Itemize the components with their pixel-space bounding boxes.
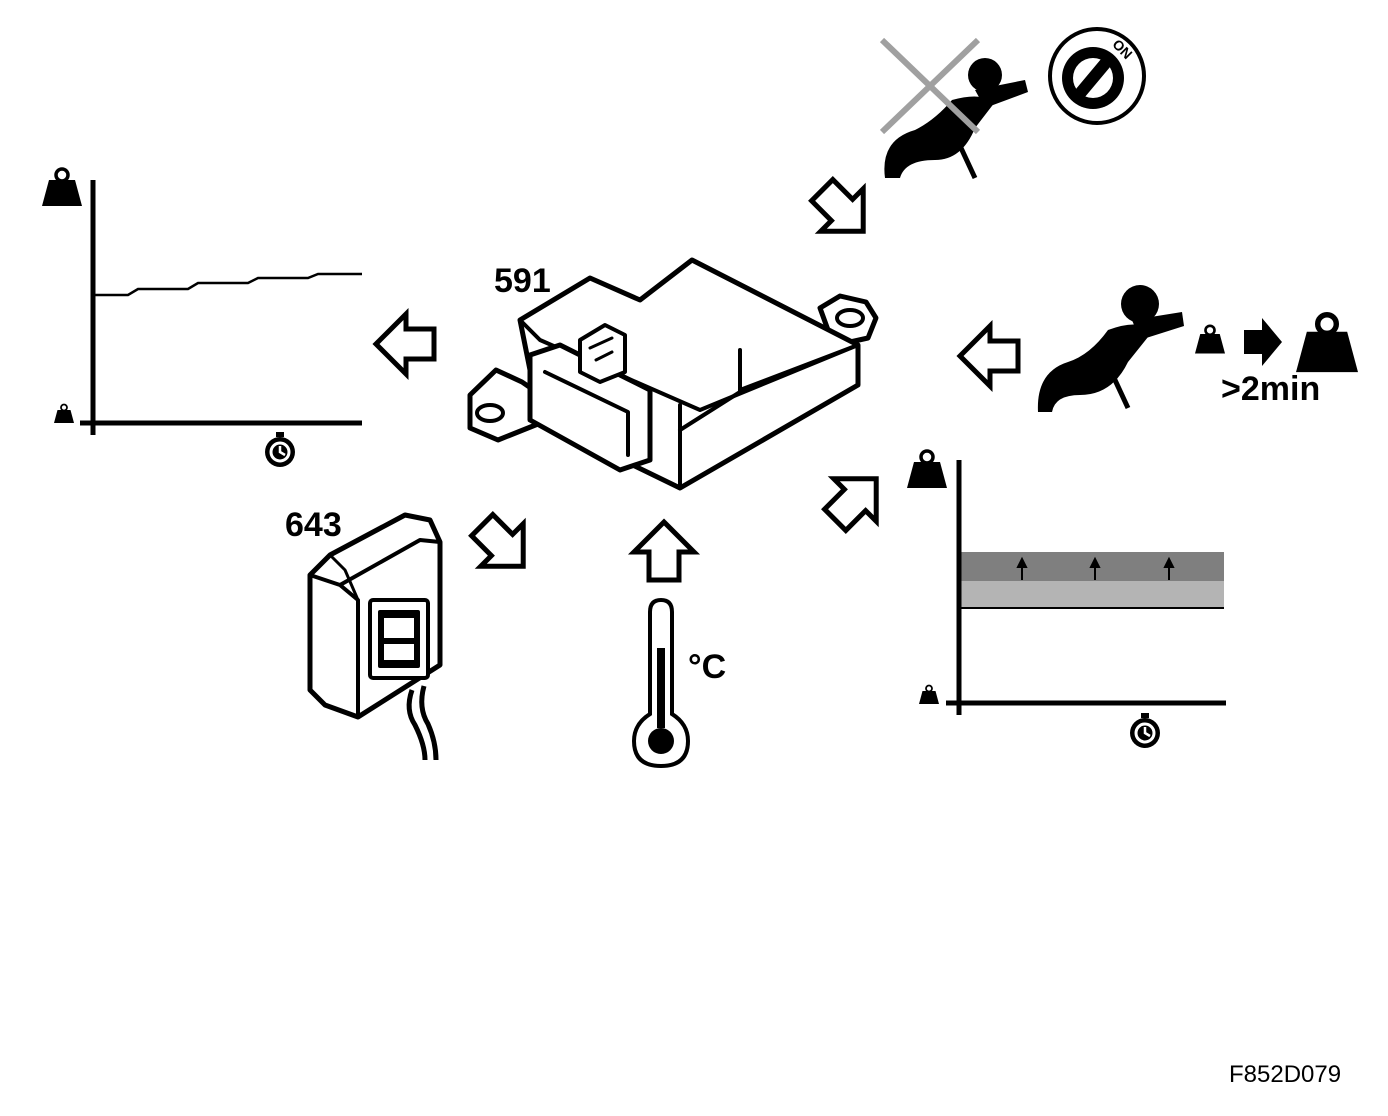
- weight-light-icon: [1193, 324, 1227, 355]
- figure-id: F852D079: [1229, 1061, 1341, 1088]
- hollow-arrow-icon: [461, 504, 544, 587]
- seat-belt-sensor-label: 643: [285, 506, 342, 544]
- hollow-arrow-icon: [960, 326, 1018, 386]
- ignition-key-icon: ON: [1048, 27, 1146, 125]
- right-arrow-icon: [1244, 318, 1282, 366]
- raise-arrows: [1016, 556, 1175, 580]
- graph-curve: [93, 272, 362, 297]
- weight-light-icon: [918, 684, 940, 705]
- clock-icon: [263, 430, 297, 469]
- duration-label: >2min: [1221, 370, 1320, 408]
- control-module-label: 591: [494, 262, 551, 300]
- thermometer-icon: [631, 597, 691, 769]
- weight-light-icon: [53, 403, 75, 424]
- hollow-arrow-icon: [376, 314, 434, 374]
- seated-occupant-icon: [1037, 285, 1184, 412]
- control-module-591: [467, 257, 879, 491]
- hollow-arrow-icon: [634, 522, 694, 580]
- temperature-unit-label: °C: [688, 648, 726, 686]
- hollow-arrow-icon: [801, 169, 884, 252]
- left-weight-graph: [40, 167, 362, 469]
- weight-heavy-icon: [40, 167, 84, 208]
- hollow-arrow-icon: [814, 458, 897, 541]
- weight-heavy-icon: [1296, 315, 1358, 372]
- occupant-crossed-out-icon: [879, 37, 1028, 180]
- lower-band: [960, 581, 1224, 608]
- seat-belt-sensor-643: [307, 512, 443, 761]
- weight-heavy-icon: [905, 449, 949, 490]
- right-weight-graph: [905, 449, 1226, 750]
- clock-icon: [1128, 711, 1162, 750]
